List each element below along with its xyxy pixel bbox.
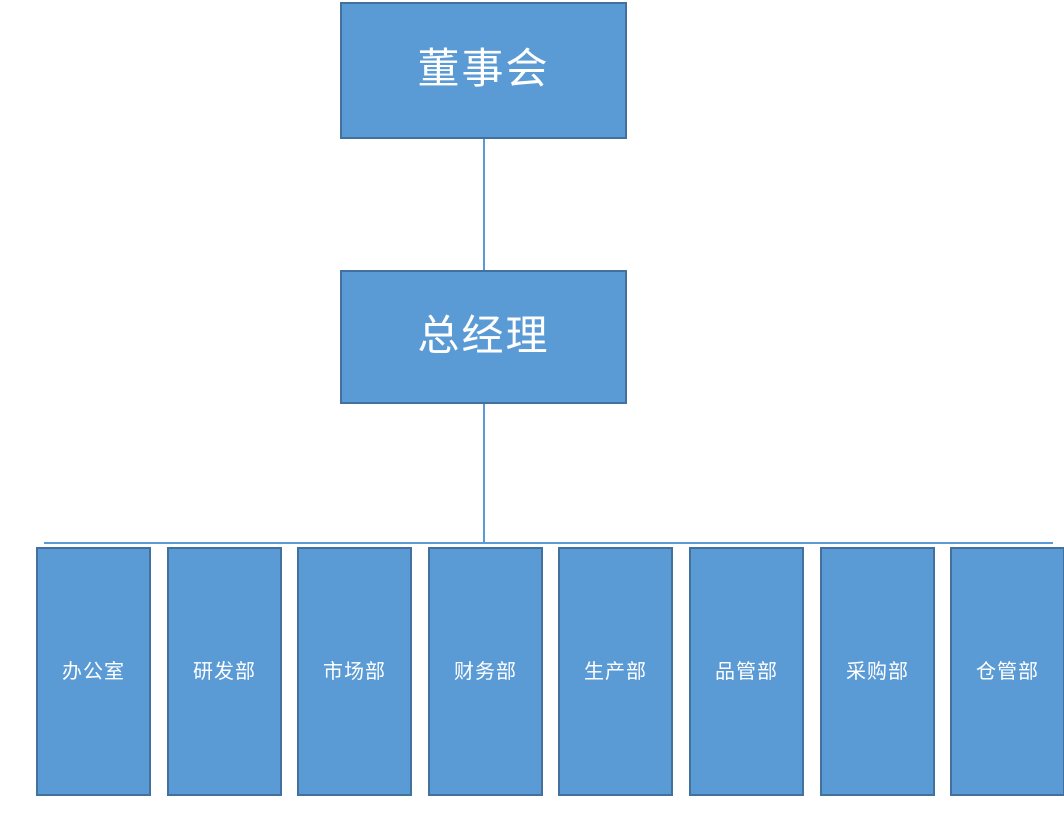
org-node-board-label: 董事会 xyxy=(417,47,550,94)
org-node-department-label: 采购部 xyxy=(846,660,909,683)
connector-department-bus xyxy=(44,542,1053,544)
org-node-department-8[interactable]: 仓管部 xyxy=(950,547,1064,796)
org-node-department-label: 财务部 xyxy=(454,660,517,683)
connector-board-to-general-manager xyxy=(483,139,485,270)
connector-general-manager-to-departments xyxy=(483,404,485,543)
org-node-department-1[interactable]: 办公室 xyxy=(36,547,151,796)
org-node-department-label: 办公室 xyxy=(62,660,125,683)
org-node-department-label: 市场部 xyxy=(323,660,386,683)
org-node-department-label: 品管部 xyxy=(715,660,778,683)
org-node-department-3[interactable]: 市场部 xyxy=(297,547,412,796)
org-node-department-6[interactable]: 品管部 xyxy=(689,547,804,796)
org-node-department-label: 研发部 xyxy=(193,660,256,683)
org-node-general-manager-label: 总经理 xyxy=(417,313,550,360)
org-node-department-5[interactable]: 生产部 xyxy=(558,547,673,796)
org-node-general-manager[interactable]: 总经理 xyxy=(340,270,627,404)
org-node-department-2[interactable]: 研发部 xyxy=(167,547,282,796)
org-node-department-label: 生产部 xyxy=(584,660,647,683)
org-node-department-7[interactable]: 采购部 xyxy=(820,547,935,796)
org-node-department-4[interactable]: 财务部 xyxy=(428,547,543,796)
org-node-board[interactable]: 董事会 xyxy=(340,2,627,139)
org-node-department-label: 仓管部 xyxy=(976,660,1039,683)
